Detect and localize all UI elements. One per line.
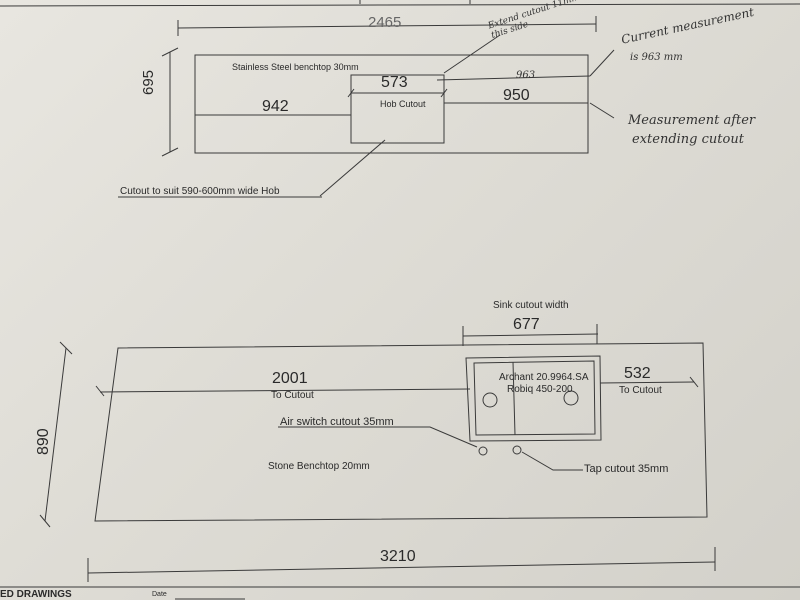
air-switch-label: Air switch cutout 35mm xyxy=(280,416,394,428)
sink-outline xyxy=(465,355,602,442)
overall-width-bottom: 3210 xyxy=(380,548,416,565)
current-note-2: is 963 mm xyxy=(630,52,683,63)
tap-cutout-label: Tap cutout 35mm xyxy=(584,463,669,475)
sink-model-2: Robiq 450-200 xyxy=(507,384,573,395)
hob-cutout-outline xyxy=(350,74,445,144)
dim-2001: 2001 xyxy=(272,370,308,387)
dim-2001-sub: To Cutout xyxy=(271,390,314,401)
stone-benchtop-outline xyxy=(94,342,708,522)
stone-material: Stone Benchtop 20mm xyxy=(268,461,370,472)
hob-cutout-leader xyxy=(319,139,386,197)
material-top: Stainless Steel benchtop 30mm xyxy=(232,62,359,72)
after-note-1: Measurement after xyxy=(628,113,756,128)
hob-cutout-note: Cutout to suit 590-600mm wide Hob xyxy=(120,186,280,197)
sheet-top-line xyxy=(0,3,800,7)
hob-cutout-label: Hob Cutout xyxy=(380,99,426,109)
stainless-benchtop-outline xyxy=(194,54,589,154)
sink-width: 677 xyxy=(513,316,540,333)
tap-cutout xyxy=(512,445,522,455)
dim-573: 573 xyxy=(381,74,408,91)
sink-model-1: Archant 20.9964.SA xyxy=(499,372,589,383)
dim-950: 950 xyxy=(503,87,530,104)
depth-bottom: 890 xyxy=(35,428,52,455)
dim-532: 532 xyxy=(624,365,651,382)
sink-cutout-label: Sink cutout width xyxy=(493,300,569,311)
dim-532-sub: To Cutout xyxy=(619,385,662,396)
after-note-2: extending cutout xyxy=(632,132,744,147)
depth-top: 695 xyxy=(140,69,157,95)
overall-width-top: 2465 xyxy=(368,14,402,31)
footer-date-label: Date xyxy=(152,591,167,598)
footer-title: ED DRAWINGS xyxy=(0,589,72,600)
current-value: 963 xyxy=(516,70,536,81)
dim-942: 942 xyxy=(262,98,289,115)
air-switch-cutout xyxy=(478,446,488,456)
